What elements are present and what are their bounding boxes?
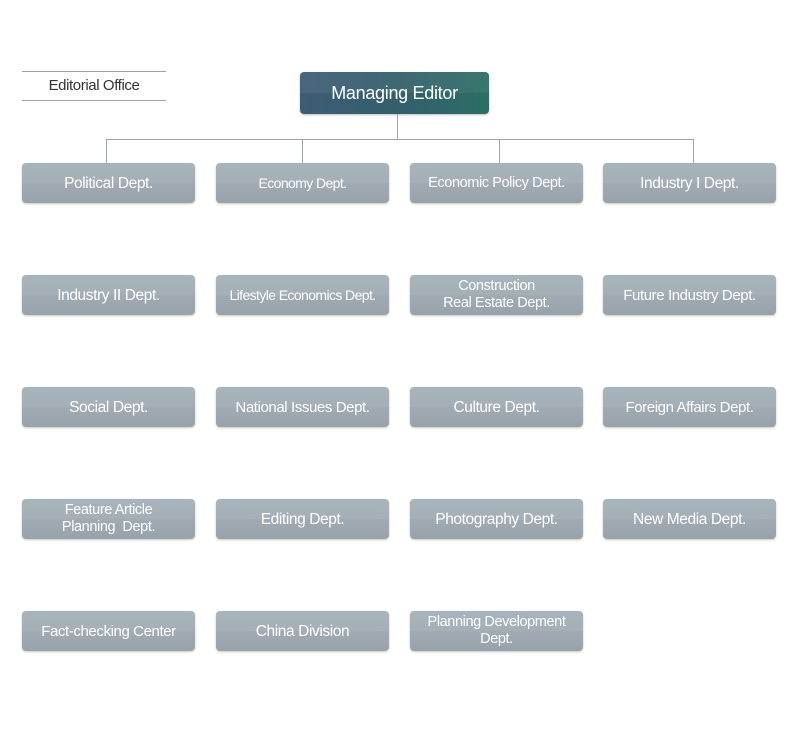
dept-label: Economic Policy Dept. — [428, 174, 565, 191]
dept-node-economy[interactable]: Economy Dept. — [216, 163, 389, 203]
dept-label: Economy Dept. — [258, 174, 348, 191]
dept-node-new-media[interactable]: New Media Dept. — [603, 499, 776, 539]
dept-node-editing[interactable]: Editing Dept. — [216, 499, 389, 539]
editorial-office-label: Editorial Office — [22, 71, 166, 101]
connector-horizontal-bar — [106, 139, 694, 140]
dept-label: China Division — [255, 622, 350, 640]
connector-drop-col-3 — [499, 139, 500, 163]
dept-node-planning-development[interactable]: Planning Development Dept. — [410, 611, 583, 651]
dept-label: Editing Dept. — [260, 510, 345, 528]
connector-drop-col-2 — [302, 139, 303, 163]
dept-label: Fact-checking Center — [41, 622, 176, 640]
dept-node-culture[interactable]: Culture Dept. — [410, 387, 583, 427]
dept-node-political[interactable]: Political Dept. — [22, 163, 195, 203]
dept-label: Social Dept. — [69, 398, 148, 416]
connector-drop-col-1 — [106, 139, 107, 163]
connector-root-stem — [397, 114, 398, 139]
dept-node-lifestyle-economics[interactable]: Lifestyle Economics Dept. — [216, 275, 389, 315]
dept-label: Foreign Affairs Dept. — [625, 398, 754, 416]
dept-label: Planning Development Dept. — [427, 614, 566, 647]
dept-label: Industry I Dept. — [640, 174, 739, 192]
dept-node-national-issues[interactable]: National Issues Dept. — [216, 387, 389, 427]
dept-node-industry-2[interactable]: Industry II Dept. — [22, 275, 195, 315]
dept-label: Construction Real Estate Dept. — [443, 278, 550, 311]
dept-label: National Issues Dept. — [235, 398, 370, 416]
dept-node-fact-checking-center[interactable]: Fact-checking Center — [22, 611, 195, 651]
dept-label: Feature Article Planning Dept. — [61, 502, 156, 535]
dept-label: Political Dept. — [64, 174, 153, 192]
dept-node-future-industry[interactable]: Future Industry Dept. — [603, 275, 776, 315]
dept-node-china-division[interactable]: China Division — [216, 611, 389, 651]
managing-editor-node[interactable]: Managing Editor — [300, 72, 489, 114]
dept-label: Future Industry Dept. — [623, 286, 756, 304]
dept-label: Lifestyle Economics Dept. — [229, 286, 376, 303]
dept-node-foreign-affairs[interactable]: Foreign Affairs Dept. — [603, 387, 776, 427]
dept-label: Photography Dept. — [435, 510, 558, 528]
dept-node-construction-real-estate[interactable]: Construction Real Estate Dept. — [410, 275, 583, 315]
dept-label: New Media Dept. — [633, 510, 746, 528]
connector-drop-col-4 — [693, 139, 694, 163]
dept-label: Industry II Dept. — [57, 286, 160, 304]
dept-node-industry-1[interactable]: Industry I Dept. — [603, 163, 776, 203]
dept-node-social[interactable]: Social Dept. — [22, 387, 195, 427]
dept-node-economic-policy[interactable]: Economic Policy Dept. — [410, 163, 583, 203]
dept-node-photography[interactable]: Photography Dept. — [410, 499, 583, 539]
dept-label: Culture Dept. — [453, 398, 540, 416]
dept-node-feature-article-planning[interactable]: Feature Article Planning Dept. — [22, 499, 195, 539]
managing-editor-label: Managing Editor — [331, 83, 458, 103]
